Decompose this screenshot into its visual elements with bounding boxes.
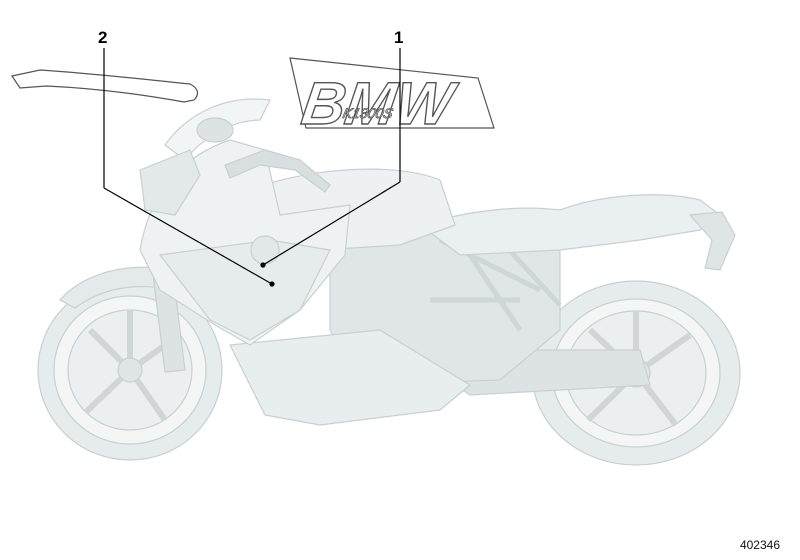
leader-dot-1 [260,262,266,268]
mirror [197,118,233,142]
tail-light [690,212,735,270]
lower-fairing [230,330,470,425]
frame-tubes [430,240,560,330]
callout-number-1: 1 [394,28,404,47]
bmw-decal-logo: BMW [298,69,462,137]
headlight-nose [140,150,200,215]
diagram-reference-number: 402346 [739,538,780,552]
leader-dot-2 [269,281,275,287]
motorcycle-illustration [38,99,740,465]
bmw-decal-outline [289,57,495,129]
leader-line-2-diagonal [103,187,273,285]
handlebars [225,150,330,192]
fuel-cap [251,236,279,264]
leader-lines [103,48,401,287]
callout-number-2: 2 [98,28,108,47]
rear-seat-tail [420,195,720,255]
bmw-decal: BMW K1300S [289,57,495,138]
stripe-decal-outline [11,69,199,103]
bmw-decal-model: K1300S [341,105,395,121]
leader-line-1-diagonal [262,181,401,266]
